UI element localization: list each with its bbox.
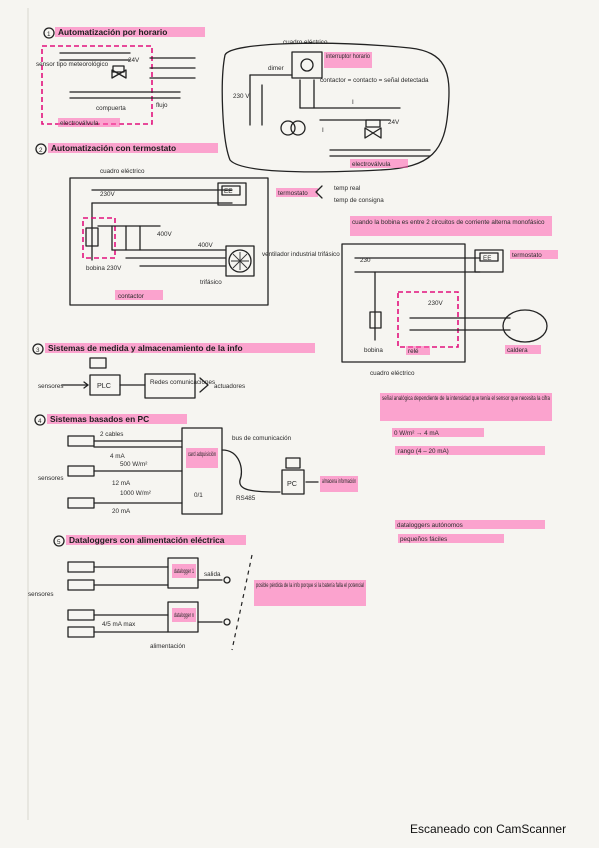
- section-1-heading: 1 Automatización por horario: [43, 27, 205, 39]
- diagram-2b-relay: cuando la bobina es entre 2 circuitos de…: [341, 216, 558, 377]
- svg-text:230: 230: [360, 257, 371, 264]
- svg-text:4/5 mA max: 4/5 mA max: [102, 621, 136, 628]
- svg-text:termostato: termostato: [512, 252, 542, 259]
- svg-text:24V: 24V: [388, 119, 400, 126]
- svg-text:flujo: flujo: [156, 102, 168, 109]
- svg-text:alimentación: alimentación: [150, 643, 186, 650]
- svg-text:cuadro eléctrico: cuadro eléctrico: [370, 370, 415, 377]
- section-4-heading: 4 Sistemas basados en PC: [34, 414, 187, 426]
- section-2-heading: 2 Automatización con termostato: [35, 143, 218, 155]
- svg-text:cuadro eléctrico: cuadro eléctrico: [100, 168, 145, 175]
- svg-text:temp real: temp real: [334, 185, 360, 192]
- svg-text:5: 5: [57, 539, 61, 546]
- svg-text:electroválvula: electroválvula: [60, 120, 99, 127]
- svg-text:trifásico: trifásico: [200, 279, 222, 286]
- svg-text:compuerta: compuerta: [96, 105, 126, 112]
- svg-text:sensores: sensores: [38, 475, 64, 482]
- svg-text:2 cables: 2 cables: [100, 431, 123, 438]
- section-3-heading: 3 Sistemas de medida y almacenamiento de…: [32, 343, 315, 355]
- svg-text:pequeños fáciles: pequeños fáciles: [400, 536, 447, 543]
- svg-text:Redes comunicaciones: Redes comunicaciones: [150, 379, 215, 386]
- svg-text:4 mA: 4 mA: [110, 453, 125, 460]
- svg-text:bus de comunicación: bus de comunicación: [232, 435, 292, 442]
- svg-text:Sistemas de medida y almacenam: Sistemas de medida y almacenamiento de l…: [48, 343, 243, 353]
- svg-text:1: 1: [47, 31, 51, 38]
- svg-text:contactor: contactor: [118, 293, 144, 300]
- diagram-1-valve: sensor tipo meteorológico 24V compuerta …: [36, 45, 196, 127]
- section-5-heading: 5 Dataloggers con alimentación eléctrica: [53, 535, 246, 547]
- svg-text:cuadro eléctrico: cuadro eléctrico: [283, 39, 328, 46]
- diagram-4-pc-system: sensores 2 cables 4 mA 500 W/m² 12 mA 10…: [38, 393, 552, 515]
- svg-text:card adquisición: card adquisición: [188, 451, 216, 458]
- svg-text:temp de consigna: temp de consigna: [334, 197, 384, 204]
- svg-text:datalogger 1: datalogger 1: [174, 568, 194, 575]
- svg-text:interruptor horario: interruptor horario: [326, 53, 370, 60]
- svg-text:I: I: [322, 127, 324, 134]
- svg-text:datalogger n: datalogger n: [174, 612, 194, 619]
- diagram-2-thermostat: cuadro eléctrico 230V EE termostato temp…: [69, 168, 384, 306]
- diagram-1b-cabinet: cuadro eléctrico interruptor horario dim…: [221, 39, 450, 173]
- svg-text:Automatización con termostato: Automatización con termostato: [51, 143, 176, 153]
- svg-text:400V: 400V: [157, 231, 173, 238]
- svg-text:salida: salida: [204, 571, 221, 578]
- svg-text:400V: 400V: [198, 242, 214, 249]
- svg-text:ventilador industrial trifásic: ventilador industrial trifásico: [262, 251, 340, 258]
- svg-text:contactor = contacto = señal d: contactor = contacto = señal detectada: [320, 77, 429, 84]
- svg-text:230V: 230V: [428, 300, 444, 307]
- svg-text:posible pérdida de la info por: posible pérdida de la info porque si la …: [256, 582, 364, 589]
- svg-text:dataloggers autónomos: dataloggers autónomos: [397, 522, 463, 529]
- svg-text:24V: 24V: [128, 57, 140, 64]
- svg-text:señal analógica dependiente de: señal analógica dependiente de la intens…: [382, 395, 550, 402]
- svg-text:sensor tipo meteorológico: sensor tipo meteorológico: [36, 61, 109, 68]
- svg-text:PLC: PLC: [97, 381, 111, 390]
- svg-text:dimer: dimer: [268, 65, 284, 72]
- svg-text:I: I: [352, 99, 354, 106]
- svg-text:0 W/m² → 4 mA: 0 W/m² → 4 mA: [394, 430, 440, 437]
- svg-text:PC: PC: [287, 479, 297, 488]
- svg-text:Dataloggers con alimentación e: Dataloggers con alimentación eléctrica: [69, 535, 225, 545]
- svg-text:2: 2: [39, 147, 43, 154]
- svg-text:rango (4 – 20 mA): rango (4 – 20 mA): [398, 448, 449, 455]
- svg-text:termostato: termostato: [278, 190, 308, 197]
- svg-text:relé: relé: [408, 348, 419, 355]
- svg-text:RS485: RS485: [236, 495, 256, 502]
- svg-text:20 mA: 20 mA: [112, 508, 131, 515]
- svg-text:bobina 230V: bobina 230V: [86, 265, 122, 272]
- svg-text:230V: 230V: [100, 191, 116, 198]
- diagram-5-dataloggers: sensores datalogger 1 salida 4/5 mA max …: [28, 520, 545, 651]
- scan-watermark: Escaneado con CamScanner: [410, 822, 567, 836]
- svg-text:230 V: 230 V: [233, 93, 250, 100]
- svg-text:Sistemas basados en PC: Sistemas basados en PC: [50, 414, 149, 424]
- svg-text:almacena información: almacena información: [322, 478, 356, 485]
- svg-text:electroválvula: electroválvula: [352, 161, 391, 168]
- svg-text:sensores: sensores: [38, 383, 64, 390]
- svg-text:bobina: bobina: [364, 347, 383, 354]
- svg-text:1000 W/m²: 1000 W/m²: [120, 490, 151, 497]
- svg-text:500 W/m²: 500 W/m²: [120, 461, 147, 468]
- svg-text:EE: EE: [483, 255, 491, 262]
- svg-text:actuadores: actuadores: [214, 383, 245, 390]
- svg-text:caldera: caldera: [507, 347, 528, 354]
- svg-text:12 mA: 12 mA: [112, 480, 131, 487]
- svg-text:0/1: 0/1: [194, 492, 203, 499]
- svg-text:Automatización por horario: Automatización por horario: [58, 27, 167, 37]
- svg-text:4: 4: [38, 418, 42, 425]
- svg-text:3: 3: [36, 347, 40, 354]
- svg-text:EE: EE: [224, 188, 232, 195]
- svg-text:sensores: sensores: [28, 591, 54, 598]
- svg-text:cuando la bobina es entre 2 ci: cuando la bobina es entre 2 circuitos de…: [352, 219, 545, 226]
- diagram-3-plc: sensores PLC Redes comunicaciones actuad…: [38, 357, 245, 399]
